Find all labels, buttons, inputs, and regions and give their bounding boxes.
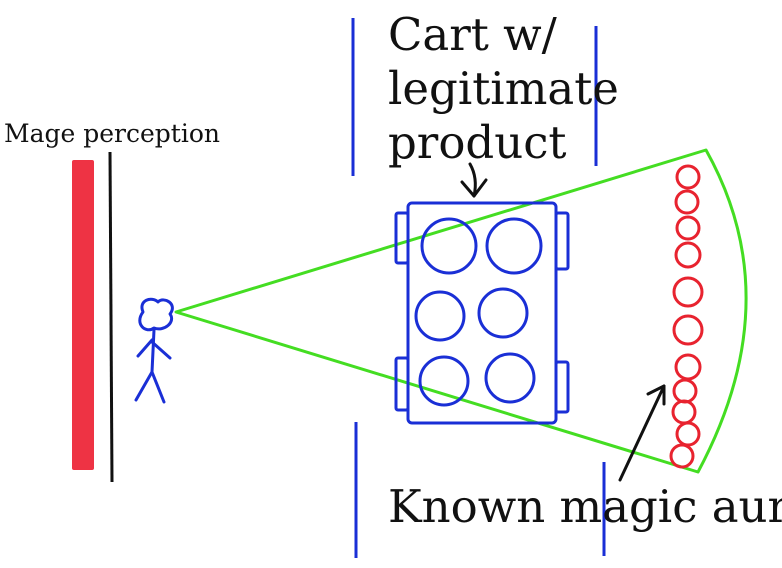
cart-wheel-bottom-left [394, 356, 410, 412]
aura-circle [675, 215, 701, 241]
cart-wheel-top-right [554, 211, 570, 271]
cart-body [406, 201, 558, 425]
aura-circle [674, 189, 700, 215]
aura-circle [672, 314, 704, 346]
cart-icon [394, 201, 570, 425]
label-cart-line2: legitimate [388, 62, 619, 115]
aura-circle [674, 241, 702, 269]
mage-wall-line [108, 151, 114, 483]
cart-item [414, 290, 466, 342]
aura-circle [672, 378, 698, 404]
aura-circle [672, 276, 704, 308]
cart-item [418, 355, 470, 407]
cart-item [484, 352, 536, 404]
cart-wheel-top-left [394, 211, 410, 265]
person-icon [134, 297, 174, 404]
cart-item [485, 217, 543, 275]
label-mage-perception: Mage perception [4, 119, 220, 148]
aura-circle [675, 164, 701, 190]
label-cart-line1: Cart w/ [388, 8, 558, 61]
aura-arrow-icon [618, 384, 666, 482]
arrow-icon [460, 162, 488, 198]
aura-circle [675, 421, 701, 447]
magic-aura [669, 164, 704, 469]
label-cart-line3: product [388, 116, 566, 169]
cart-item [420, 217, 478, 275]
label-known-magic-aura: Known magic aura [388, 480, 782, 533]
aura-circle [669, 443, 695, 469]
cart-wheel-bottom-right [554, 360, 570, 414]
aura-circle [674, 353, 702, 381]
mage-wall-bar [72, 160, 94, 470]
cart-item [477, 287, 529, 339]
aura-circle [671, 399, 697, 425]
vision-cone [174, 148, 748, 474]
